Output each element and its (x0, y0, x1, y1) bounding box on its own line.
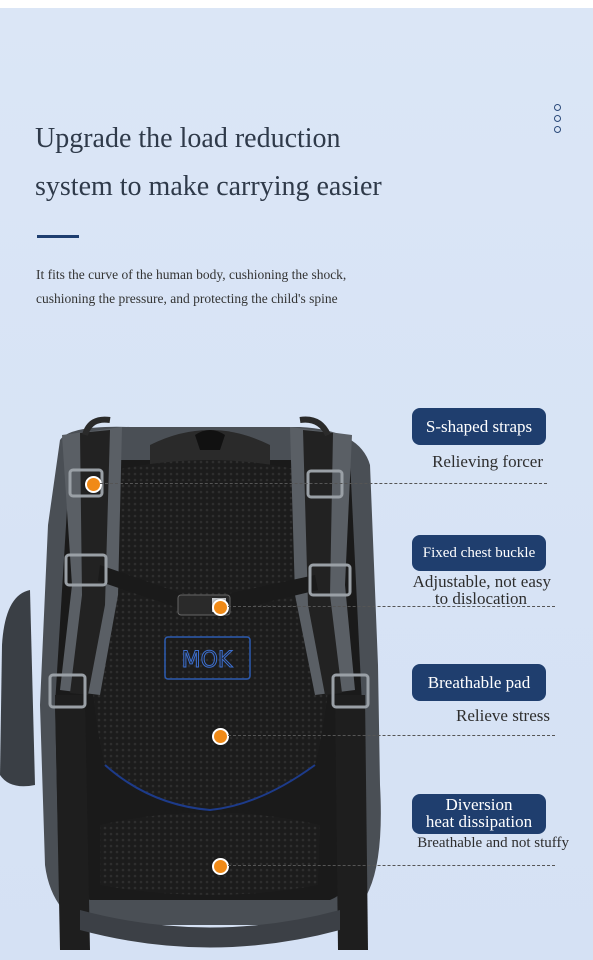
description: It fits the curve of the human body, cus… (36, 263, 456, 311)
feature-caption-chest-buckle-line1: Adjustable, not easy (412, 572, 551, 591)
leader-line-breathable-pad (228, 735, 555, 736)
leader-line-heat-dissipation (228, 865, 555, 866)
feature-title-breathable-pad: Breathable pad (412, 664, 546, 701)
feature-title-straps: S-shaped straps (412, 408, 546, 445)
feature-title-heat-dissipation-line1: Diversion (445, 795, 513, 814)
marker-heat-dissipation[interactable] (212, 858, 229, 875)
feature-title-heat-dissipation-line2: heat dissipation (425, 812, 533, 831)
leader-line-chest-buckle (228, 606, 555, 607)
brand-logo-text: MOK (182, 648, 233, 673)
feature-caption-breathable-pad: Relieve stress (456, 706, 550, 725)
feature-caption-chest-buckle-line2: to dislocation (434, 589, 527, 608)
feature-caption-heat-dissipation: Breathable and not stuffy (417, 835, 569, 851)
backpack-back-image: MOK (0, 416, 381, 950)
description-line-2: cushioning the pressure, and protecting … (36, 291, 338, 306)
description-line-1: It fits the curve of the human body, cus… (36, 267, 347, 282)
feature-caption-straps: Relieving forcer (432, 452, 543, 471)
heading-line-1: Upgrade the load reduction (35, 123, 341, 154)
feature-title-heat-dissipation: Diversion heat dissipation (412, 794, 546, 834)
vertical-dots-icon[interactable] (554, 104, 566, 137)
marker-breathable-pad[interactable] (212, 728, 229, 745)
heading-line-2: system to make carrying easier (35, 171, 382, 202)
page-heading: Upgrade the load reduction system to mak… (35, 115, 475, 211)
leader-line-straps (100, 483, 547, 484)
marker-chest-buckle[interactable] (212, 599, 229, 616)
marker-straps[interactable] (85, 476, 102, 493)
heading-underline (37, 235, 79, 238)
feature-title-chest-buckle: Fixed chest buckle (412, 535, 546, 571)
top-band (0, 0, 593, 8)
